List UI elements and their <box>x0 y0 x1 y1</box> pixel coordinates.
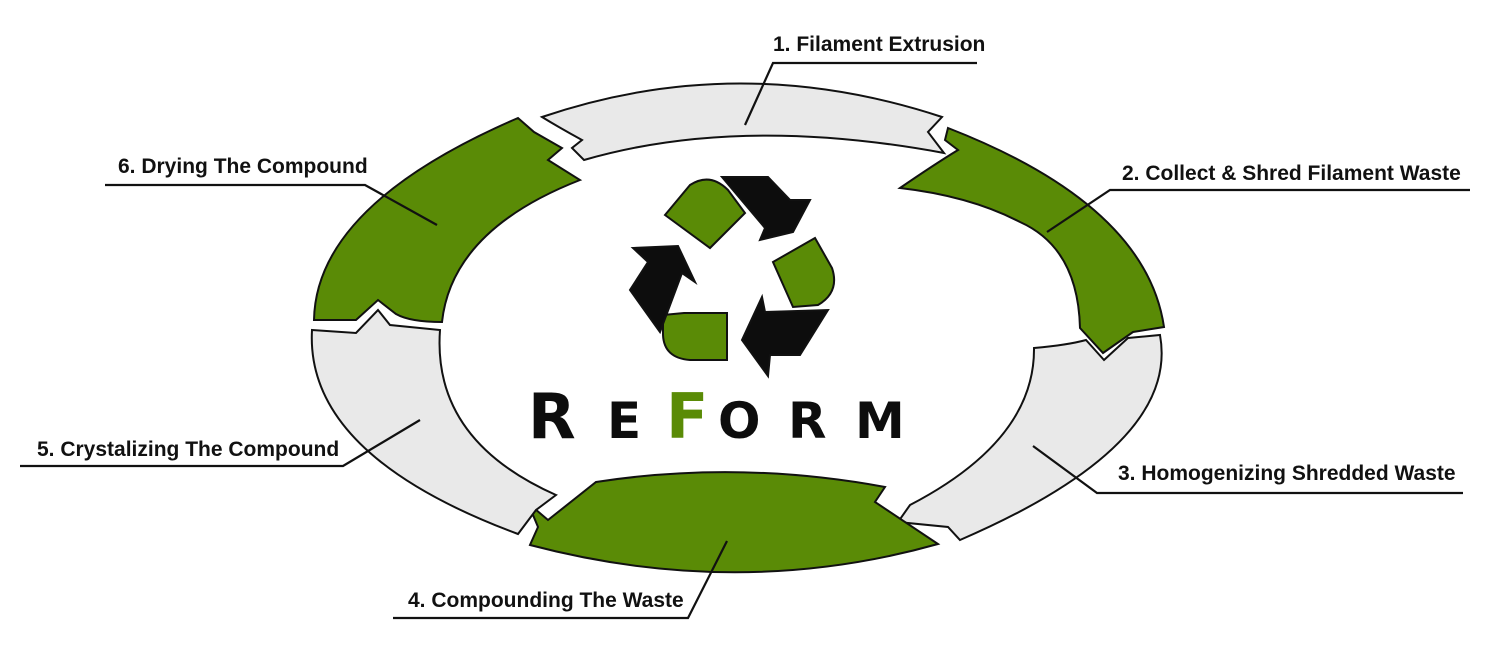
segment-1-filament-extrusion <box>539 82 947 162</box>
logo-letter-o: O <box>718 392 761 450</box>
recycle-black-arrow-left <box>628 244 698 335</box>
recycle-green-piece-top <box>663 178 747 250</box>
step-label-1: 1. Filament Extrusion <box>773 33 985 56</box>
step-label-4: 4. Compounding The Waste <box>408 589 684 612</box>
recycle-green-piece-bottom <box>662 312 728 361</box>
logo-letter-f: F <box>666 380 708 453</box>
recycle-black-arrow-top <box>719 176 812 242</box>
logo-letter-r1: R <box>528 380 576 453</box>
leader-lines <box>20 61 1470 620</box>
leader-line-4 <box>393 540 728 620</box>
step-label-3: 3. Homogenizing Shredded Waste <box>1118 462 1456 485</box>
step-label-2: 2. Collect & Shred Filament Waste <box>1122 162 1461 185</box>
reform-logo: R E F O R M <box>528 380 905 453</box>
process-ring <box>310 82 1166 574</box>
recycle-green-piece-right <box>771 236 836 309</box>
segment-2-collect-shred <box>897 126 1166 355</box>
logo-letter-m: M <box>855 392 905 450</box>
step-label-6: 6. Drying The Compound <box>118 155 368 178</box>
leader-line-1 <box>743 61 977 126</box>
recycle-icon <box>628 176 836 379</box>
logo-letter-e: E <box>607 392 641 450</box>
segment-4-compounding <box>527 471 941 574</box>
segment-5-crystalizing <box>310 308 558 536</box>
logo-letter-r2: R <box>788 392 827 450</box>
leader-line-5 <box>20 419 421 468</box>
leader-line-3 <box>1032 445 1463 495</box>
segment-6-drying <box>312 116 583 324</box>
leader-line-6 <box>105 183 438 226</box>
leader-line-2 <box>1046 188 1470 233</box>
recycle-black-arrow-right <box>740 293 830 379</box>
step-labels: 1. Filament Extrusion 2. Collect & Shred… <box>37 33 1461 612</box>
segment-3-homogenizing <box>896 333 1163 542</box>
step-label-5: 5. Crystalizing The Compound <box>37 438 339 461</box>
